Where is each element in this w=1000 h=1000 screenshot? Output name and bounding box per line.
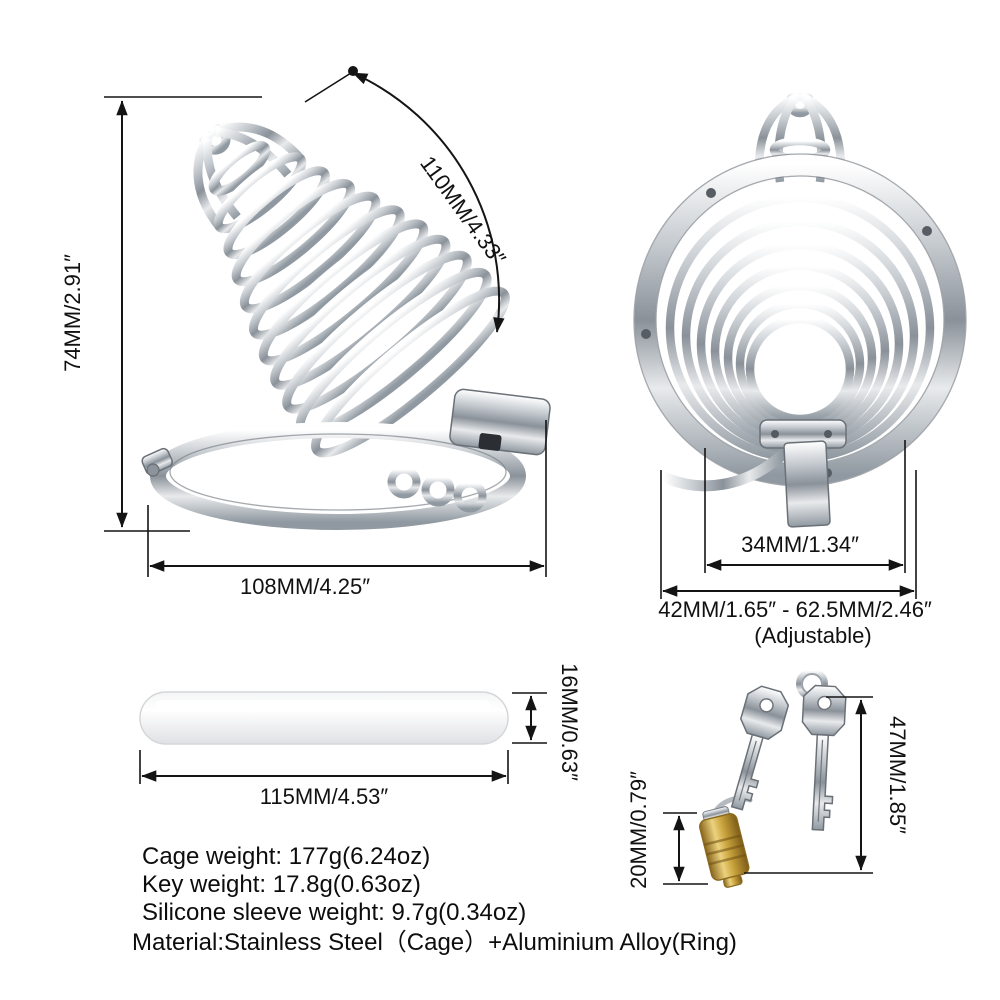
key-left [730,685,790,811]
cage-front-coils [665,193,935,463]
side-height-label: 74MM/2.91″ [60,254,85,372]
key-right [801,684,847,831]
front-range-label: 42MM/1.65″ - 62.5MM/2.46″ [658,597,932,622]
key-length-label: 47MM/1.85″ [885,716,910,834]
side-height-dimension: 74MM/2.91″ [60,96,262,532]
cage-lock-housing [449,388,551,456]
spec-key-weight: Key weight: 17.8g(0.63oz) [142,871,421,898]
front-inner-label: 34MM/1.34″ [741,532,859,557]
cage-base-ring [141,422,526,530]
sleeve-length-dimension: 115MM/4.53″ [139,750,509,809]
lock-length-dimension: 20MM/0.79″ [626,771,708,889]
cage-side-view-illustration [141,122,551,530]
cage-front-view-illustration [633,88,967,528]
sleeve-diameter-dimension: 16MM/0.63″ [512,663,582,781]
lock-length-label: 20MM/0.79″ [626,771,651,889]
side-width-dimension: 108MM/4.25″ [147,420,547,599]
cage-front-lock [658,419,847,528]
spec-sleeve-weight: Silicone sleeve weight: 9.7g(0.34oz) [142,899,526,926]
front-inner-dimension: 34MM/1.34″ [704,440,906,573]
sleeve-illustration [139,691,509,745]
front-range-dimension: 42MM/1.65″ - 62.5MM/2.46″ (Adjustable) [658,470,932,648]
sleeve-length-label: 115MM/4.53″ [260,784,389,809]
padlock [699,806,750,888]
front-adjustable-label: (Adjustable) [754,623,871,648]
key-length-dimension: 47MM/1.85″ [744,696,910,874]
spec-cage-weight: Cage weight: 177g(6.24oz) [142,843,430,870]
keys-illustration [699,668,847,888]
side-width-label: 108MM/4.25″ [240,574,370,599]
spec-material: Material:Stainless Steel（Cage）+Aluminium… [132,929,737,956]
spec-text-block: Cage weight: 177g(6.24oz) Key weight: 17… [132,843,737,956]
sleeve-diameter-label: 16MM/0.63″ [557,663,582,781]
